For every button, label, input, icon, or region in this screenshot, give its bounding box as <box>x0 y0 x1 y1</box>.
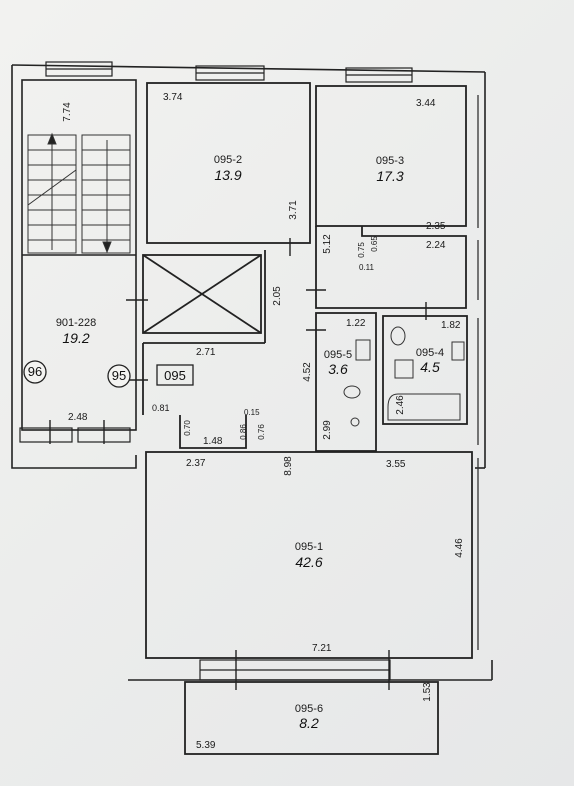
dim-2-48: 2.48 <box>68 412 88 423</box>
apartment-label: 095 <box>164 368 186 383</box>
dim-3-74: 3.74 <box>163 92 183 103</box>
room-095-5-code: 095-5 <box>324 349 352 361</box>
dim-0-11: 0.11 <box>359 263 375 272</box>
sink-icon <box>355 339 371 361</box>
interior-walls <box>142 82 473 755</box>
axis-marker-95 <box>107 364 131 388</box>
dim-2-46: 2.46 <box>395 395 406 415</box>
dim-3-55: 3.55 <box>386 459 406 470</box>
dim-8-98: 8.98 <box>283 456 294 476</box>
room-095-6-area: 8.2 <box>299 715 319 731</box>
stair-steps <box>27 132 131 254</box>
sink-icon-2 <box>394 359 414 379</box>
fixtures <box>343 326 465 427</box>
dim-0-81: 0.81 <box>152 403 170 413</box>
dim-2-71: 2.71 <box>196 347 216 358</box>
dimension-labels: 7.74 3.74 3.44 3.71 2.35 2.24 5.12 0.75 … <box>62 92 465 751</box>
room-095-1-code: 095-1 <box>295 541 323 553</box>
room-095-3-code: 095-3 <box>376 155 404 167</box>
room-095-4-code: 095-4 <box>416 347 444 359</box>
drain-icon <box>350 417 360 427</box>
dim-0-70: 0.70 <box>183 420 192 436</box>
room-095-1-area: 42.6 <box>295 554 322 570</box>
dim-2-24: 2.24 <box>426 240 446 251</box>
room-901-228-area: 19.2 <box>62 330 89 346</box>
apartment-label-box <box>156 364 194 386</box>
dim-5-39: 5.39 <box>196 740 216 751</box>
dim-3-71: 3.71 <box>288 200 299 220</box>
dim-1-53: 1.53 <box>422 682 433 702</box>
dim-0-76: 0.76 <box>257 424 266 440</box>
windows <box>19 61 413 681</box>
dim-2-35: 2.35 <box>426 221 446 232</box>
dim-4-46: 4.46 <box>454 538 465 558</box>
dim-7-21: 7.21 <box>312 643 332 654</box>
dim-1-82: 1.82 <box>441 320 461 331</box>
dim-4-52: 4.52 <box>302 362 313 382</box>
room-095-2-area: 13.9 <box>214 167 241 183</box>
dim-7-74: 7.74 <box>62 102 73 122</box>
right-wall-ticks <box>11 80 479 650</box>
toilet-icon <box>343 385 361 399</box>
heater-icon <box>451 341 465 361</box>
room-095-2-code: 095-2 <box>214 154 242 166</box>
axis-markers: 96 95 <box>23 360 131 388</box>
room-901-228-code: 901-228 <box>56 317 96 329</box>
dim-5-12: 5.12 <box>322 234 333 254</box>
dim-1-48: 1.48 <box>203 436 223 447</box>
dim-1-22: 1.22 <box>346 318 366 329</box>
bathtub-icon <box>387 393 461 421</box>
dim-2-99: 2.99 <box>322 420 333 440</box>
dim-0-75a: 0.75 <box>357 242 366 258</box>
room-095-6-code: 095-6 <box>295 703 323 715</box>
room-labels: 095-2 13.9 095-3 17.3 901-228 19.2 095-5… <box>56 154 444 731</box>
dim-2-05: 2.05 <box>272 286 283 306</box>
dim-3-44: 3.44 <box>416 98 436 109</box>
toilet-icon-2 <box>390 326 406 346</box>
axis-marker-96 <box>23 360 47 384</box>
room-095-3-area: 17.3 <box>376 168 403 184</box>
dim-0-15: 0.15 <box>244 408 260 417</box>
dim-2-37: 2.37 <box>186 458 206 469</box>
axis-marker-96-label: 96 <box>28 364 42 379</box>
room-095-5-area: 3.6 <box>328 361 348 377</box>
room-095-4-area: 4.5 <box>420 359 440 375</box>
stair-block <box>21 79 137 431</box>
door-marks <box>49 238 427 690</box>
dim-0-65: 0.65 <box>370 236 379 252</box>
axis-marker-95-label: 95 <box>112 368 126 383</box>
dim-0-86: 0.86 <box>239 424 248 440</box>
